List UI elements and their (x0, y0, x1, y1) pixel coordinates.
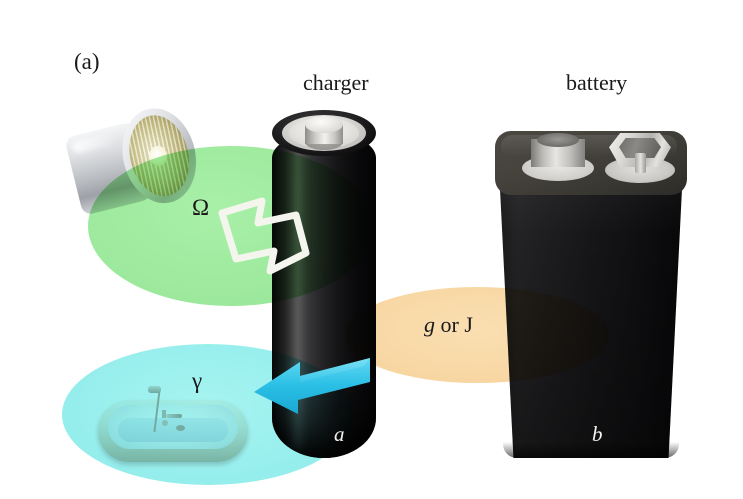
coupling-region-ellipse (345, 287, 609, 383)
coupling-label-or: or (440, 312, 459, 337)
coupling-label-g: g (424, 312, 435, 337)
coupling-label-j: J (464, 312, 473, 337)
battery-round-terminal-bore (537, 133, 579, 147)
battery-subsystem-label: b (592, 422, 603, 446)
omega-region-ellipse (88, 146, 374, 306)
battery-header: battery (566, 70, 628, 95)
gamma-arrow-icon (254, 358, 370, 414)
battery-hex-terminal-inner (619, 138, 661, 158)
omega-arrow-icon (218, 197, 310, 275)
battery-block-object (489, 131, 693, 458)
gamma-symbol-label: γ (192, 368, 203, 393)
battery-hex-terminal-tab (635, 153, 646, 173)
gamma-region-ellipse (62, 344, 354, 485)
charger-subsystem-label: a (334, 422, 345, 446)
charger-terminal-top (305, 116, 343, 133)
battery-bottom-shadow (503, 442, 679, 458)
panel-label: (a) (74, 49, 100, 74)
coupling-label: g or J (424, 314, 473, 336)
charger-header: charger (303, 70, 369, 95)
omega-symbol-label: Ω (192, 195, 210, 220)
